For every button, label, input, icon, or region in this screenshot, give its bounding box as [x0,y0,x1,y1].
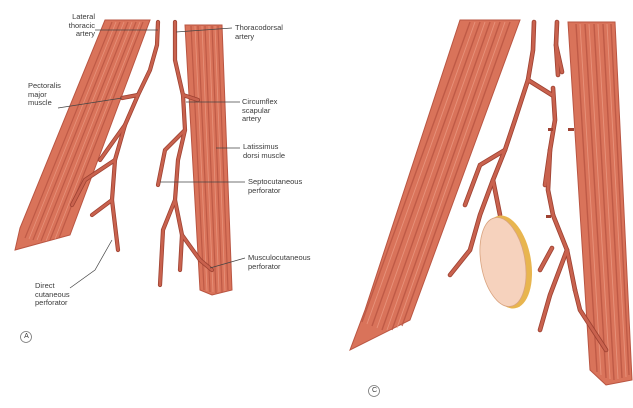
label-direct-cutaneous-perforator: Direct cutaneous perforator [35,282,70,308]
label-septocutaneous-perforator: Septocutaneous perforator [248,178,302,195]
latissimus-dorsi-muscle-shape-c [568,22,632,385]
label-circumflex-scapular-artery: Circumflex scapular artery [242,98,277,124]
label-musculocutaneous-perforator: Musculocutaneous perforator [248,254,311,271]
label-latissimus-dorsi-muscle: Latissimus dorsi muscle [243,143,285,160]
skin-flap [474,212,539,313]
label-thoracodorsal-artery: Thoracodorsal artery [235,24,283,41]
panel-a [15,20,245,295]
latissimus-dorsi-muscle-shape [185,25,232,295]
label-pectoralis-major-muscle: Pectoralis major muscle [28,82,61,108]
pectoralis-major-muscle-shape [15,20,150,250]
label-lateral-thoracic-artery: Lateral thoracic artery [57,13,95,39]
panel-letter-a: A [22,333,31,342]
panel-letter-c: C [370,387,379,396]
